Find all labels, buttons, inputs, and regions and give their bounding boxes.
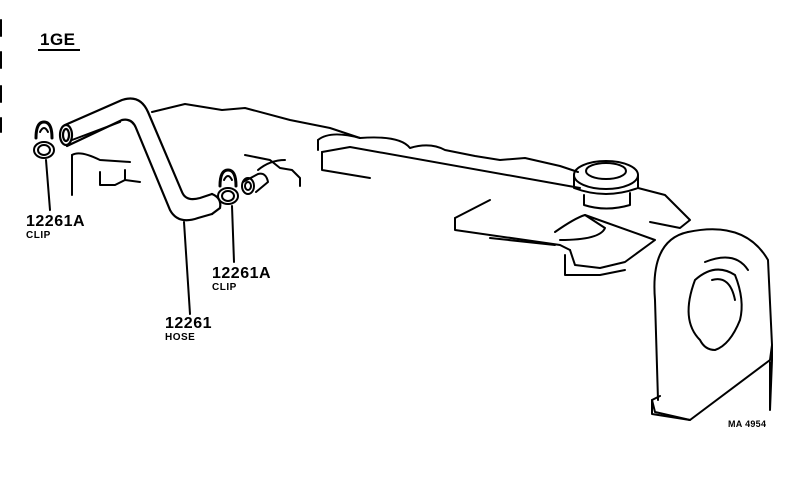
manifold-plate [454, 199, 656, 276]
part-name: CLIP [212, 282, 237, 293]
engine-model-title: 1GE [40, 30, 76, 49]
reference-code: MA 4954 [728, 419, 767, 429]
hose-leader-line [183, 221, 191, 315]
callout-clip-1: 12261A CLIP [26, 214, 85, 241]
part-number: 12261 [165, 315, 212, 332]
callout-clip-2: 12261A CLIP [212, 266, 271, 293]
filler-cap [573, 160, 691, 229]
pipe-fitting [241, 159, 286, 195]
part-name: CLIP [26, 230, 51, 241]
part-name: HOSE [165, 332, 196, 343]
clip-1-graphic [33, 120, 55, 211]
callout-hose: 12261 HOSE [165, 316, 212, 343]
part-number: 12261A [212, 265, 272, 282]
timing-belt-cover [651, 228, 773, 421]
clip-2-graphic [217, 168, 239, 263]
part-number: 12261A [26, 213, 86, 230]
title-underline [38, 49, 80, 51]
hose [58, 97, 222, 222]
cylinder-head-outline [71, 103, 581, 196]
